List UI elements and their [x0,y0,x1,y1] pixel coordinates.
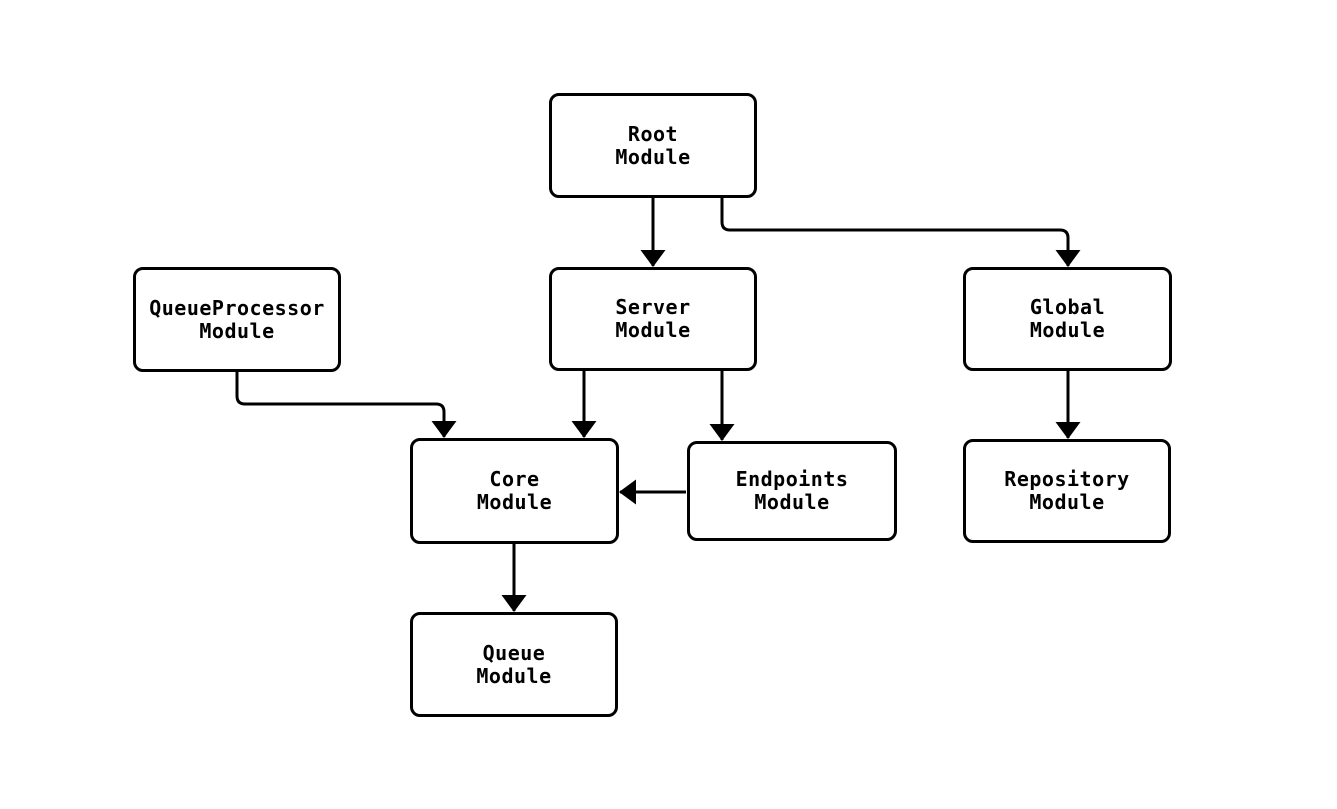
edges-group [235,197,1081,612]
node-queueprocessor-module: QueueProcessor Module [133,267,341,372]
node-server-module: Server Module [549,267,757,371]
node-root-module: Root Module [549,93,757,198]
node-label: Endpoints Module [735,467,849,514]
node-repository-module: Repository Module [963,439,1171,543]
node-label: Server Module [615,295,691,342]
node-queue-module: Queue Module [410,612,618,717]
node-label: Queue Module [476,640,552,688]
node-core-module: Core Module [410,438,619,544]
node-endpoints-module: Endpoints Module [687,441,897,541]
edge-root-to-global [720,197,1081,267]
node-label: Root Module [615,121,691,169]
node-label: Repository Module [1004,467,1130,514]
node-global-module: Global Module [963,267,1172,371]
node-label: Global Module [1029,295,1106,342]
node-label: QueueProcessor Module [149,295,325,343]
node-label: Core Module [476,467,553,514]
edge-queueprocessor-to-core [235,372,457,438]
